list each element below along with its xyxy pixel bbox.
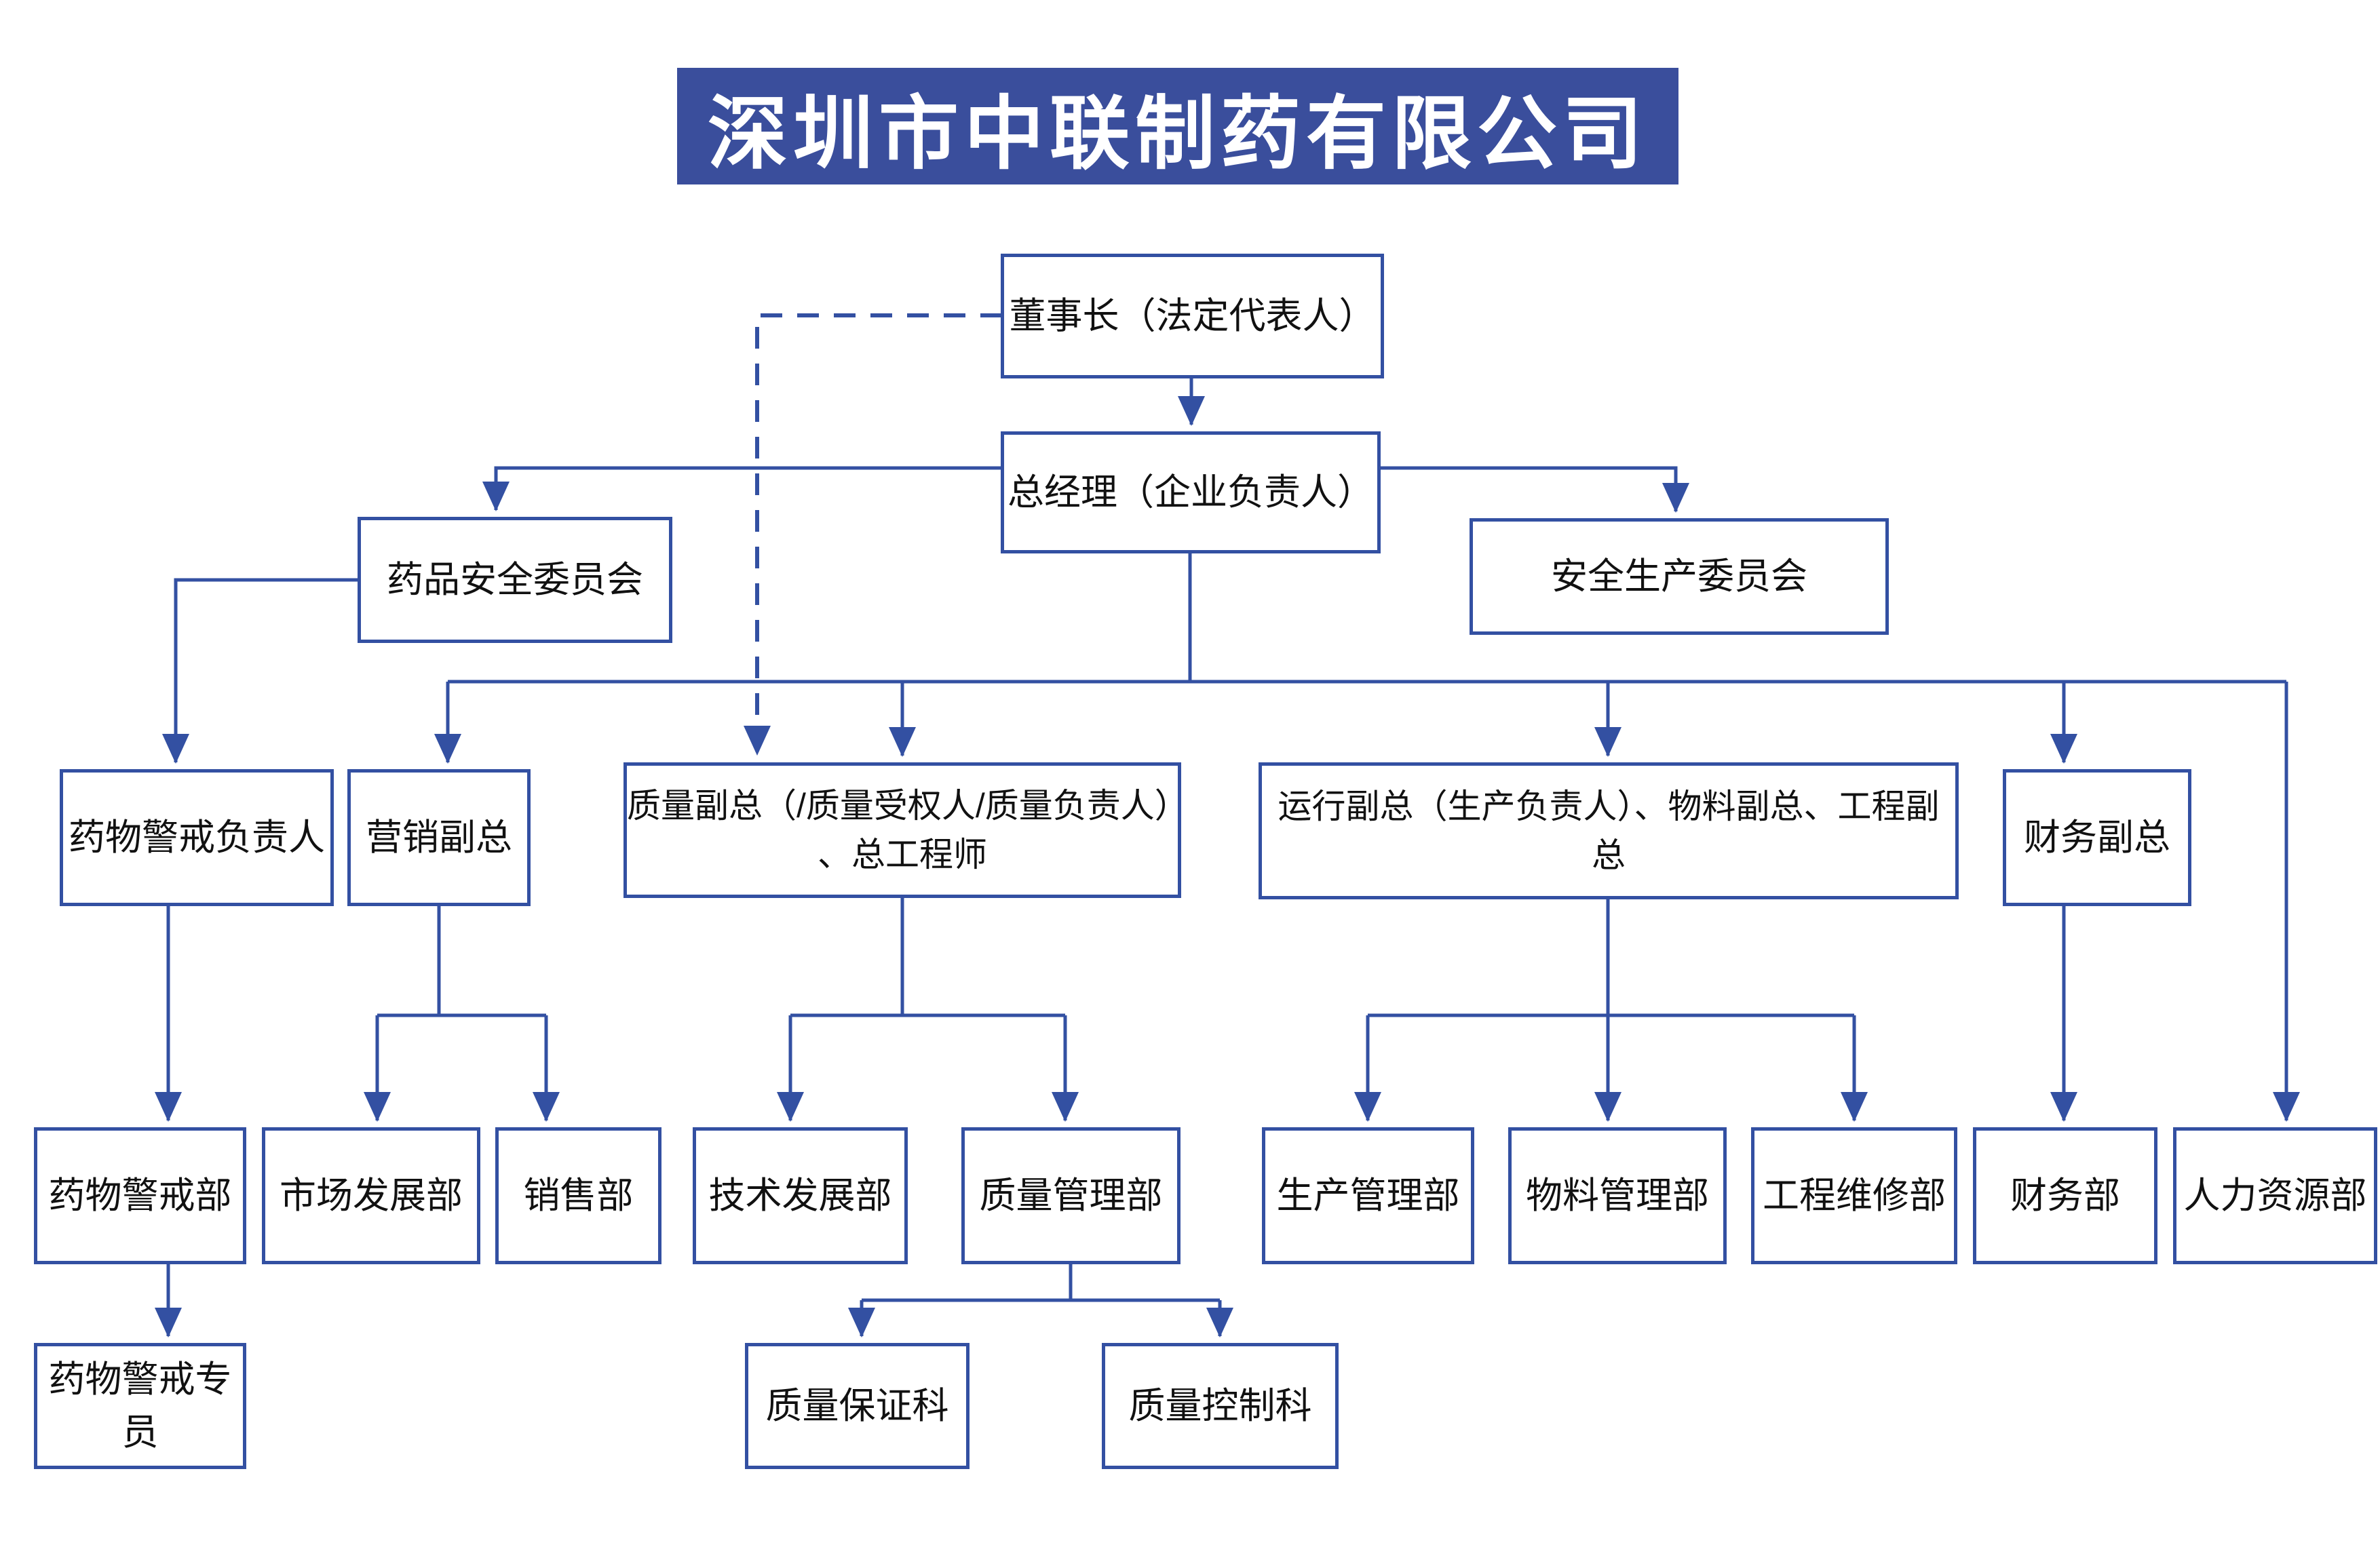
node-production-management-dept: 生产管理部 [1262,1127,1474,1264]
node-quality-management-dept: 质量管理部 [961,1127,1181,1264]
node-quality-vp: 质量副总（/质量受权人/质量负责人） 、总工程师 [623,762,1189,898]
node-human-resources-dept-label: 人力资源部 [2183,1175,2367,1216]
node-quality-vp-line2: 、总工程师 [818,836,987,874]
node-market-development-dept-label: 市场发展部 [280,1175,463,1216]
node-operations-vp-label: 运行副总（生产负责人）、物料副总、工程副总 [1278,787,1940,875]
node-general-manager-label: 总经理（企业负责人） [1007,471,1374,513]
node-human-resources-dept: 人力资源部 [2173,1127,2377,1264]
node-engineering-maintenance-dept: 工程维修部 [1751,1127,1957,1264]
node-finance-dept: 财务部 [1973,1127,2157,1264]
connector-chairman-qualityvp-dashed [744,313,1002,756]
node-general-manager: 总经理（企业负责人） [1001,431,1381,553]
node-production-management-dept-label: 生产管理部 [1276,1175,1460,1216]
node-pharmacovigilance-specialist-label: 药物警戒专员 [48,1359,232,1453]
node-finance-vp: 财务副总 [2003,769,2191,906]
node-material-management-dept-label: 物料管理部 [1526,1175,1709,1216]
company-title: 深圳市中联制药有限公司 [707,89,1648,179]
node-finance-vp-label: 财务副总 [2024,817,2170,858]
node-pharmacovigilance-lead-label: 药物警戒负责人 [69,817,325,858]
node-production-safety-committee-label: 安全生产委员会 [1551,555,1807,597]
node-drug-safety-committee: 药品安全委员会 [358,517,672,643]
node-technology-development-dept-label: 技术发展部 [708,1175,892,1216]
node-production-safety-committee: 安全生产委员会 [1470,518,1889,635]
node-quality-management-dept-label: 质量管理部 [979,1175,1163,1216]
node-market-development-dept: 市场发展部 [262,1127,480,1264]
node-quality-vp-line1: 质量副总（/质量受权人/质量负责人） [627,786,1189,825]
node-marketing-vp-label: 营销副总 [366,817,512,858]
connector-gm-prodsafety [1379,466,1689,513]
node-technology-development-dept: 技术发展部 [693,1127,908,1264]
node-quality-control-section: 质量控制科 [1102,1343,1339,1469]
node-pharmacovigilance-specialist: 药物警戒专员 [34,1343,246,1469]
connector-drugsafety-pvlead [162,578,358,764]
node-chairman: 董事长（法定代表人） [1001,254,1384,378]
node-quality-assurance-section: 质量保证科 [745,1343,970,1469]
node-quality-control-section-label: 质量控制科 [1128,1385,1312,1426]
node-sales-dept-label: 销售部 [523,1175,634,1216]
node-pharmacovigilance-dept-label: 药物警戒部 [48,1175,232,1216]
node-finance-dept-label: 财务部 [2010,1175,2120,1216]
node-engineering-maintenance-dept-label: 工程维修部 [1763,1175,1946,1216]
node-pharmacovigilance-lead: 药物警戒负责人 [60,769,334,906]
node-operations-vp: 运行副总（生产负责人）、物料副总、工程副总 [1259,762,1959,899]
node-pharmacovigilance-dept: 药物警戒部 [34,1127,246,1264]
node-marketing-vp: 营销副总 [347,769,531,906]
company-title-banner: 深圳市中联制药有限公司 [677,68,1678,184]
connector-gm-drugsafety [482,466,1002,511]
node-sales-dept: 销售部 [495,1127,661,1264]
node-quality-assurance-section-label: 质量保证科 [765,1385,949,1426]
node-drug-safety-committee-label: 药品安全委员会 [387,559,643,600]
node-chairman-label: 董事长（法定代表人） [1009,295,1376,336]
node-material-management-dept: 物料管理部 [1508,1127,1727,1264]
